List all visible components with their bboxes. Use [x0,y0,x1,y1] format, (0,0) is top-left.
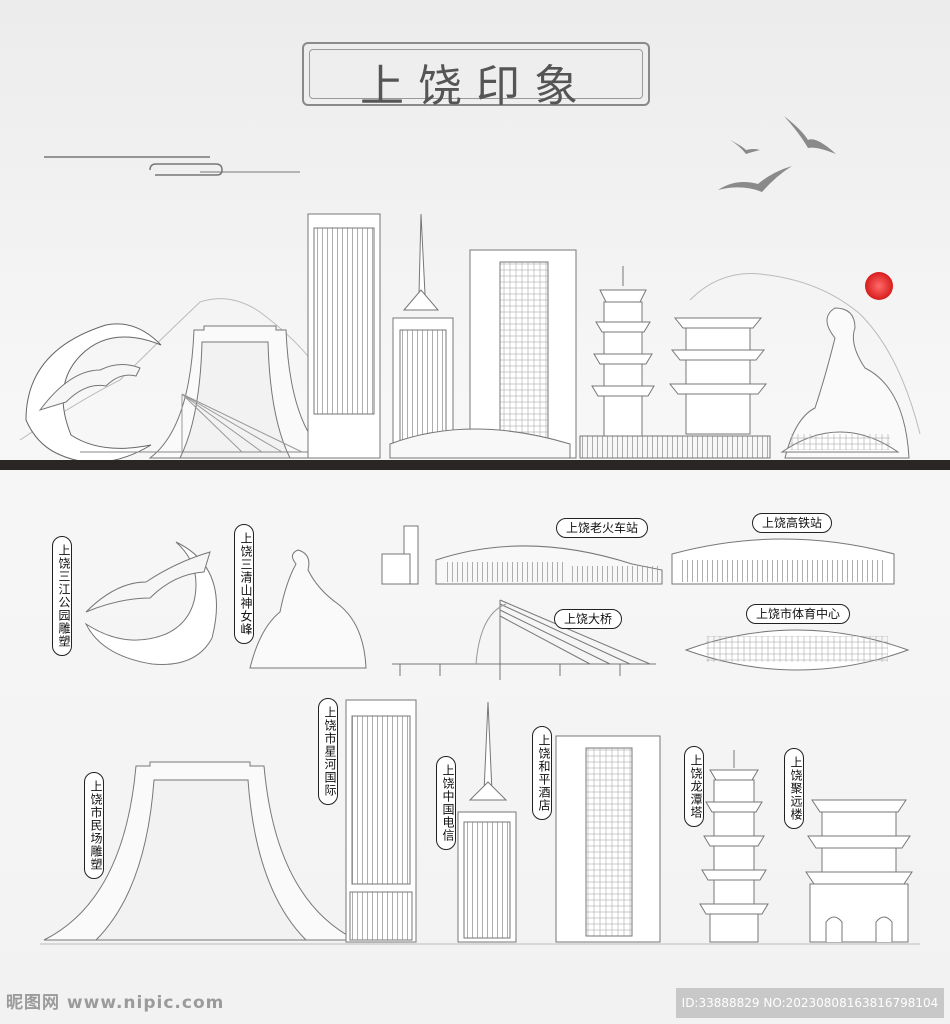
title-frame: 上饶印象 [302,42,650,112]
background-hills [19,273,921,441]
landmark-xinghe [345,699,417,943]
label-longtan: 上饶龙潭塔 [684,746,704,827]
watermark-id: ID:33888829 NO:20230808163816798104 [676,988,944,1018]
landmark-juyuan [805,799,913,943]
ground-line [0,460,950,470]
label-hsr-station: 上饶高铁站 [752,513,833,533]
landmark-bridge [392,599,656,680]
landmark-longtan [699,750,769,943]
label-dianxin: 上饶中国电信 [436,756,456,850]
landmark-minchang [43,761,357,941]
label-sanqing: 上饶三清山神女峰 [234,524,254,644]
page-title: 上饶印象 [360,61,592,112]
birds-icon [718,116,836,192]
label-old-station: 上饶老火车站 [556,518,649,538]
label-stadium: 上饶市体育中心 [746,604,851,624]
landmark-heping [555,735,661,943]
landmark-old-station [381,525,663,585]
landmark-stadium [684,629,910,671]
cloud-ornament [44,156,300,176]
landmark-telecom [457,701,517,943]
label-bridge: 上饶大桥 [554,609,623,629]
label-sanjiang: 上饶三江公园雕塑 [52,536,72,656]
landmark-sanqing [249,549,367,669]
label-heping: 上饶和平酒店 [532,726,552,820]
landmark-hsr-station [671,538,895,585]
label-xinghe: 上饶市星河国际 [318,698,338,805]
label-minchang: 上饶市民场雕塑 [84,772,104,879]
skyline-buildings [25,213,910,463]
label-juyuan: 上饶聚远楼 [784,748,804,829]
watermark-left: 昵图网 www.nipic.com [6,993,225,1013]
landmark-sanjiang [84,541,217,665]
sun-icon [865,272,893,300]
